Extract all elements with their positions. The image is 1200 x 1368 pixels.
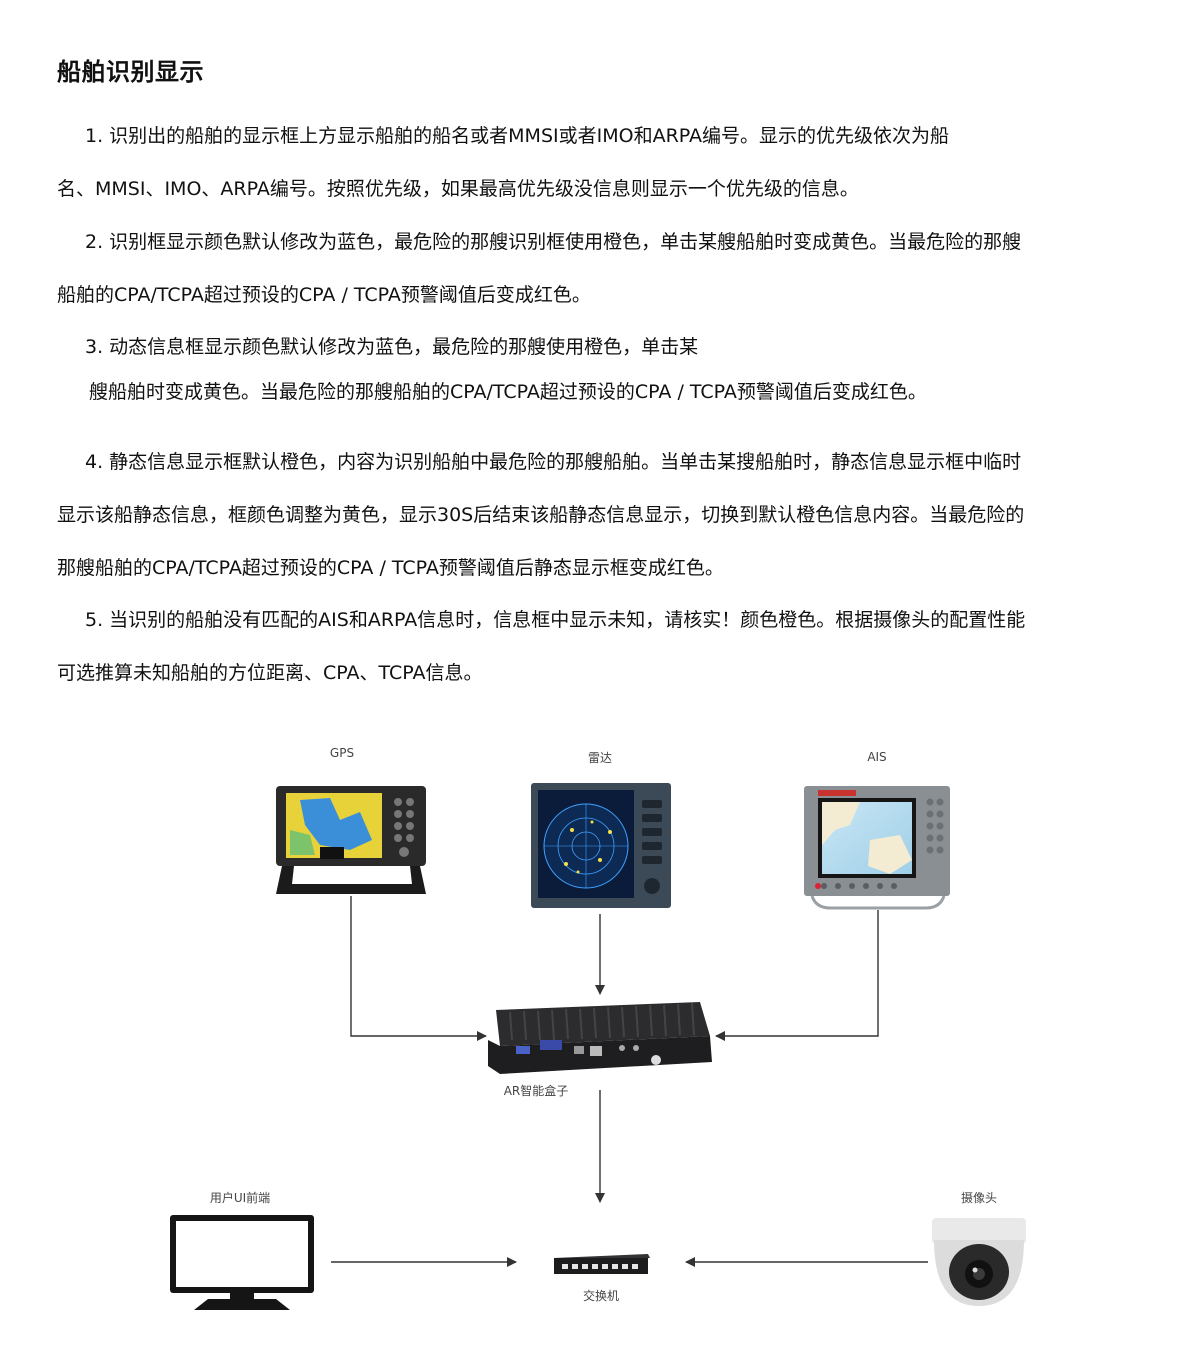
p4-line3: 那艘船舶的CPA/TCPA超过预设的CPA / TCPA预警阈值后静态显示框变成… xyxy=(57,557,724,579)
p1-line2: 名、MMSI、IMO、ARPA编号。按照优先级，如果最高优先级没信息则显示一个优… xyxy=(57,178,859,200)
switch-icon xyxy=(554,1254,650,1274)
p4-line1: 4. 静态信息显示框默认橙色，内容为识别船舶中最危险的那艘船舶。当单击某搜船舶时… xyxy=(85,451,1022,473)
camera-label: 摄像头 xyxy=(960,1191,998,1205)
radar-device-icon xyxy=(531,783,671,908)
p2-line1: 2. 识别框显示颜色默认修改为蓝色，最危险的那艘识别框使用橙色，单击某艘船舶时变… xyxy=(85,231,1022,253)
connector-lines xyxy=(331,896,928,1267)
monitor-icon xyxy=(170,1215,314,1310)
ar-box-icon xyxy=(488,1002,712,1074)
ais-label: AIS xyxy=(867,750,887,764)
ar-box-label: AR智能盒子 xyxy=(503,1084,569,1098)
p4-line2: 显示该船静态信息，框颜色调整为黄色，显示30S后结束该船静态信息显示，切换到默认… xyxy=(57,504,1025,526)
ais-device-icon xyxy=(804,786,950,910)
paragraph-1: 1. 识别出的船舶的显示框上方显示船舶的船名或者MMSI或者IMO和ARPA编号… xyxy=(57,110,1147,216)
paragraph-3: 3. 动态信息框显示颜色默认修改为蓝色，最危险的那艘使用橙色，单击某 艘船舶时变… xyxy=(57,321,1147,419)
p5-line2: 可选推算未知船舶的方位距离、CPA、TCPA信息。 xyxy=(57,662,483,684)
p5-line1: 5. 当识别的船舶没有匹配的AIS和ARPA信息时，信息框中显示未知，请核实！颜… xyxy=(85,609,1026,631)
page-title: 船舶识别显示 xyxy=(57,58,204,86)
user-ui-label: 用户UI前端 xyxy=(209,1191,271,1205)
p3-line1: 3. 动态信息框显示颜色默认修改为蓝色，最危险的那艘使用橙色，单击某 xyxy=(85,336,699,358)
paragraph-2: 2. 识别框显示颜色默认修改为蓝色，最危险的那艘识别框使用橙色，单击某艘船舶时变… xyxy=(57,216,1147,322)
radar-label: 雷达 xyxy=(587,751,613,765)
p2-line2: 船舶的CPA/TCPA超过预设的CPA / TCPA预警阈值后变成红色。 xyxy=(57,284,591,306)
switch-label: 交换机 xyxy=(582,1289,620,1303)
paragraph-5: 5. 当识别的船舶没有匹配的AIS和ARPA信息时，信息框中显示未知，请核实！颜… xyxy=(57,594,1147,700)
gps-device-icon xyxy=(276,786,426,894)
p3-line2: 艘船舶时变成黄色。当最危险的那艘船舶的CPA/TCPA超过预设的CPA / TC… xyxy=(89,381,927,403)
paragraph-4: 4. 静态信息显示框默认橙色，内容为识别船舶中最危险的那艘船舶。当单击某搜船舶时… xyxy=(57,436,1147,595)
gps-label: GPS xyxy=(329,746,355,760)
camera-icon xyxy=(932,1218,1026,1306)
p1-line1: 1. 识别出的船舶的显示框上方显示船舶的船名或者MMSI或者IMO和ARPA编号… xyxy=(85,125,950,147)
